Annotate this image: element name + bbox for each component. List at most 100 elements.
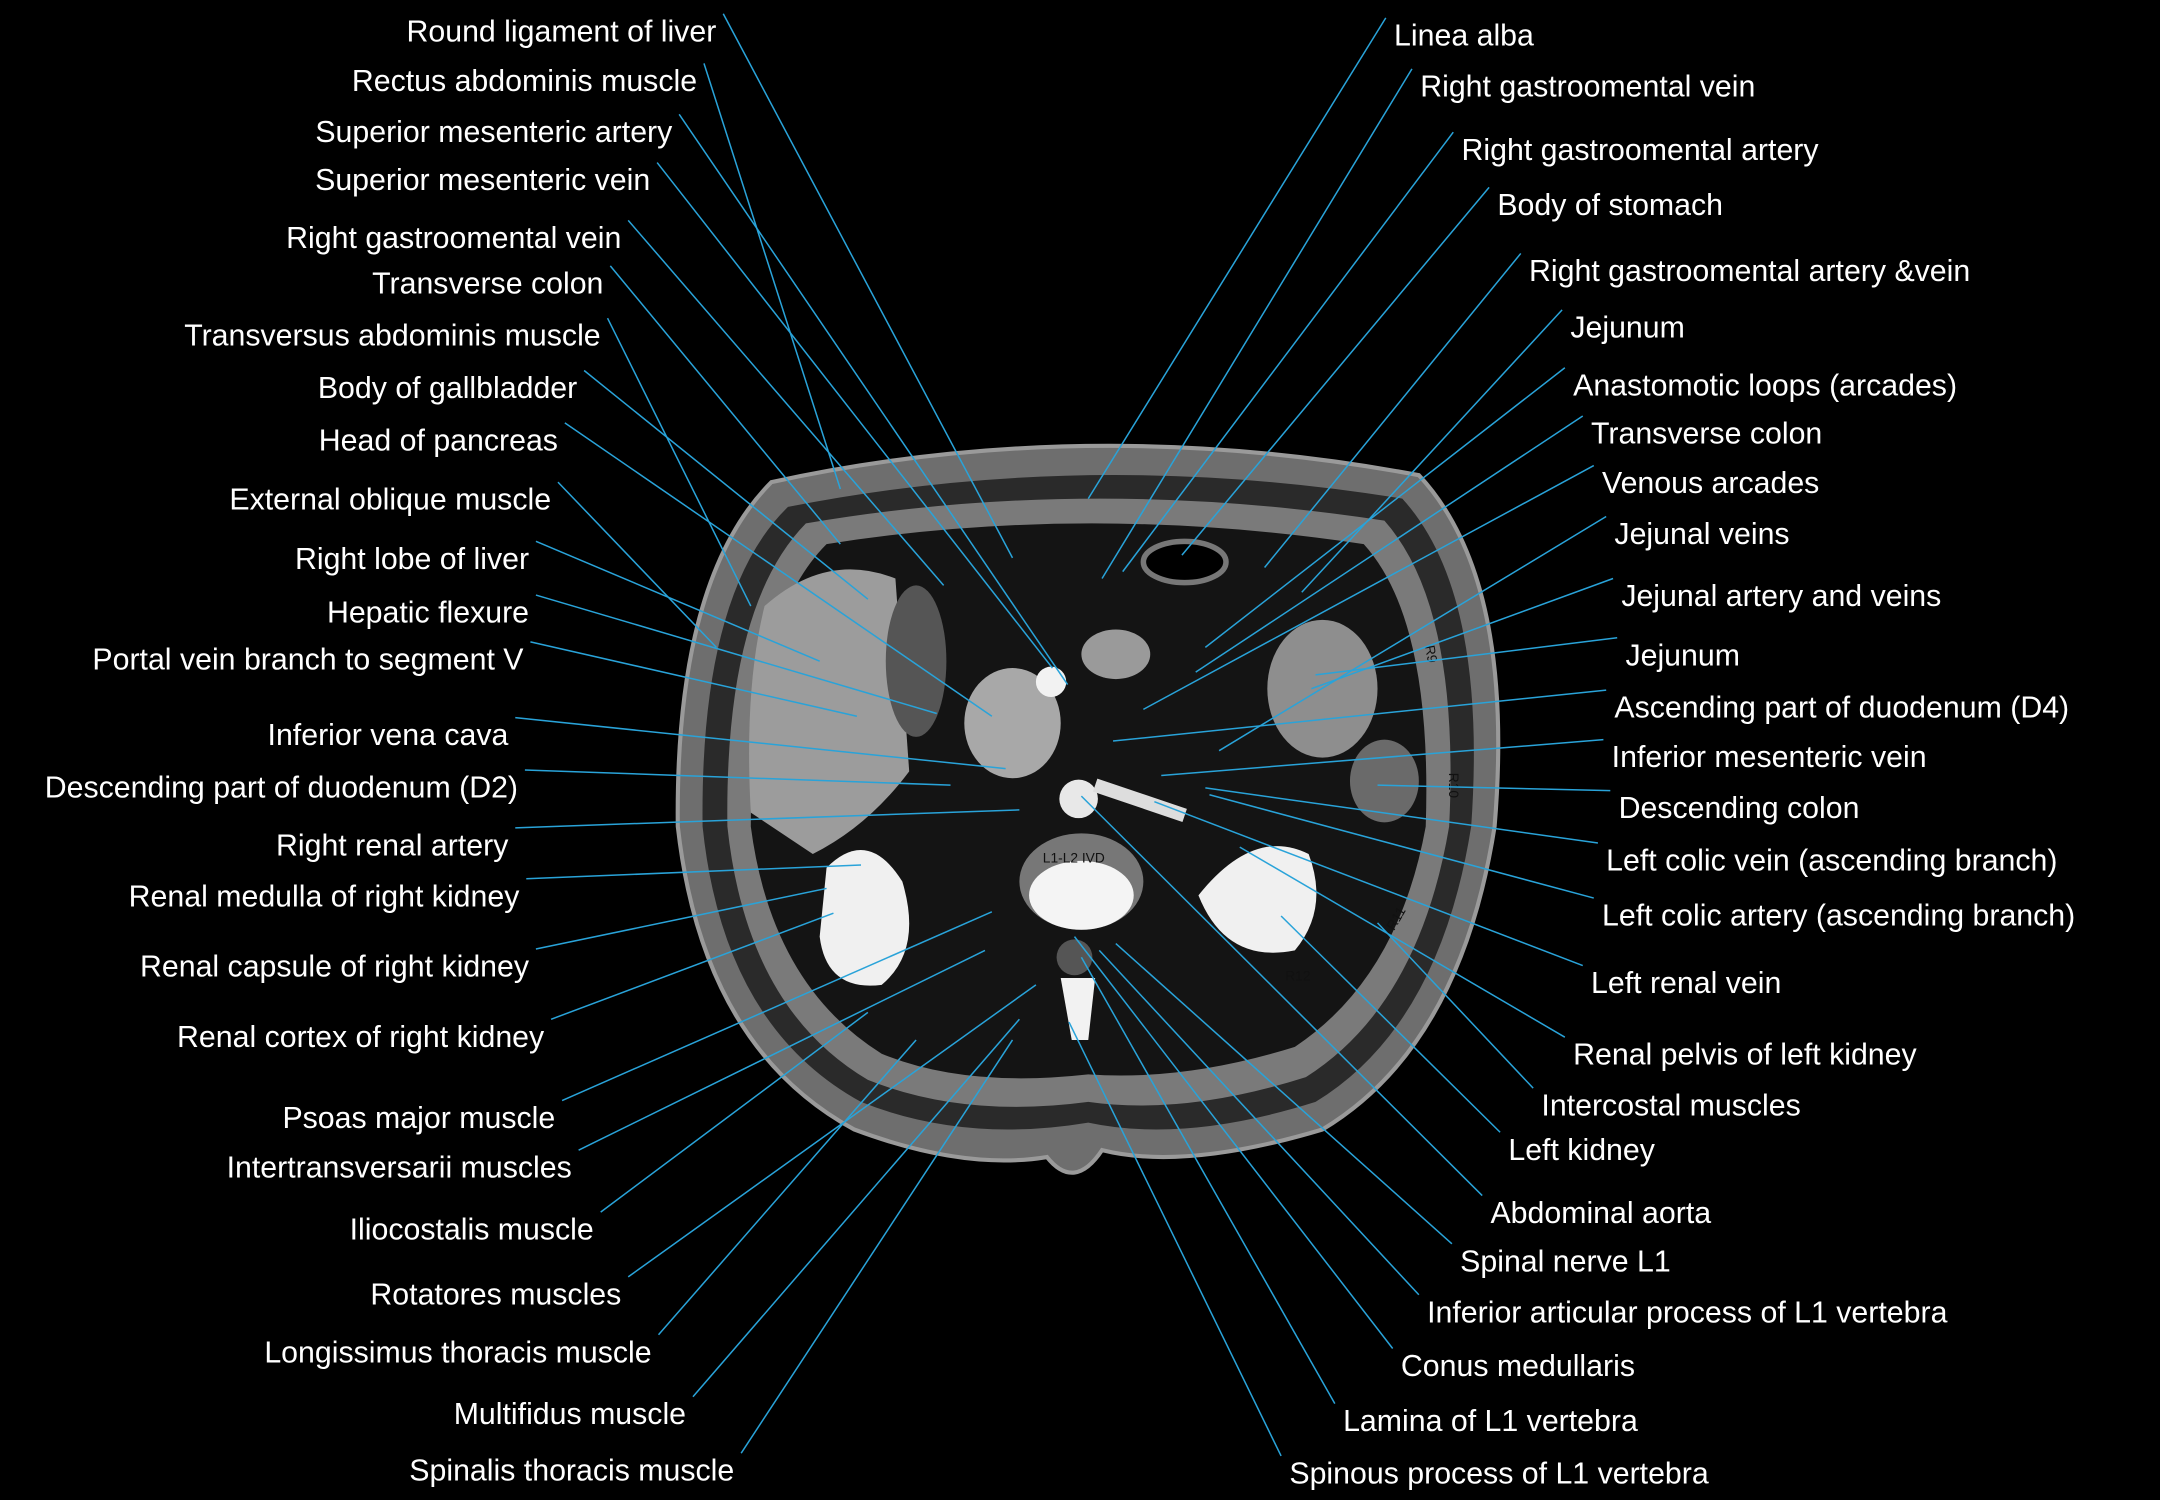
- label-left-colic-artery-ascending-branch: Left colic artery (ascending branch): [1602, 900, 2075, 933]
- label-superior-mesenteric-artery: Superior mesenteric artery: [315, 116, 673, 149]
- label-intertransversarii-muscles: Intertransversarii muscles: [227, 1152, 572, 1185]
- label-inferior-articular-process-of-l1-vertebra: Inferior articular process of L1 vertebr…: [1427, 1296, 1947, 1329]
- right-kidney: [819, 850, 910, 986]
- leader-line-superior-mesenteric-artery: [678, 113, 1069, 685]
- label-linea-alba: Linea alba: [1394, 19, 1534, 52]
- label-right-gastroomental-artery: Right gastroomental artery: [1462, 134, 1820, 167]
- leader-line-spinous-process-of-l1-vertebra: [1068, 1021, 1282, 1457]
- leader-line-right-gastroomental-artery-vein: [1263, 252, 1522, 568]
- leader-line-ascending-part-of-duodenum-d4: [1112, 689, 1607, 742]
- leader-line-jejunal-veins: [1218, 515, 1607, 752]
- rib-label: R12: [1285, 969, 1310, 984]
- leader-line-right-gastroomental-artery: [1122, 131, 1454, 573]
- label-body-of-gallbladder: Body of gallbladder: [318, 372, 577, 405]
- vertebral-level-label: L1-L2 IVD: [1043, 850, 1105, 865]
- label-psoas-major-muscle: Psoas major muscle: [282, 1102, 555, 1135]
- label-rotatores-muscles: Rotatores muscles: [370, 1278, 621, 1311]
- label-body-of-stomach: Body of stomach: [1497, 189, 1723, 222]
- leader-line-round-ligament-of-liver: [722, 13, 1014, 559]
- label-external-oblique-muscle: External oblique muscle: [229, 484, 551, 517]
- label-inferior-vena-cava: Inferior vena cava: [268, 719, 509, 752]
- label-renal-cortex-of-right-kidney: Renal cortex of right kidney: [177, 1021, 545, 1054]
- ct-axial-image: L1-L2 IVD R9 R10 R11 R12: [675, 443, 1501, 1175]
- vertebral-disc: [1029, 860, 1134, 930]
- label-iliocostalis-muscle: Iliocostalis muscle: [350, 1214, 594, 1247]
- leader-line-anastomotic-loops-arcades: [1204, 367, 1566, 648]
- leader-line-multifidus-muscle: [692, 1018, 1020, 1398]
- label-left-colic-vein-ascending-branch: Left colic vein (ascending branch): [1606, 845, 2057, 878]
- leader-line-head-of-pancreas: [564, 422, 993, 717]
- leader-line-left-kidney: [1280, 915, 1501, 1133]
- leader-line-left-colic-vein-ascending-branch: [1205, 787, 1599, 844]
- leader-line-right-renal-artery: [515, 809, 1020, 829]
- leader-line-left-colic-artery-ascending-branch: [1209, 794, 1594, 899]
- label-descending-part-of-duodenum-d2: Descending part of duodenum (D2): [45, 772, 518, 805]
- leader-line-linea-alba: [1087, 17, 1387, 500]
- spinal-canal: [1056, 939, 1093, 976]
- leader-line-renal-cortex-of-right-kidney: [550, 912, 834, 1020]
- label-transverse-colon: Transverse colon: [372, 267, 603, 300]
- leader-line-venous-arcades: [1143, 464, 1595, 711]
- leader-line-jejunal-artery-and-veins: [1311, 577, 1614, 690]
- leader-line-renal-pelvis-of-left-kidney: [1239, 846, 1566, 1038]
- label-lamina-of-l1-vertebra: Lamina of L1 vertebra: [1343, 1405, 1638, 1438]
- leader-line-spinal-nerve-l1: [1115, 942, 1453, 1245]
- label-longissimus-thoracis-muscle: Longissimus thoracis muscle: [264, 1336, 651, 1369]
- leader-line-hepatic-flexure: [535, 594, 937, 715]
- leader-line-right-lobe-of-liver: [535, 540, 820, 662]
- label-right-lobe-of-liver: Right lobe of liver: [295, 543, 529, 576]
- leader-line-renal-capsule-of-right-kidney: [535, 887, 827, 950]
- leader-line-iliocostalis-muscle: [600, 1011, 869, 1213]
- leader-line-body-of-gallbladder: [583, 369, 869, 600]
- label-intercostal-muscles: Intercostal muscles: [1541, 1090, 1800, 1123]
- label-descending-colon: Descending colon: [1619, 792, 1860, 825]
- leader-line-body-of-stomach: [1181, 186, 1490, 556]
- left-renal-vein: [1092, 778, 1187, 822]
- leader-line-inferior-articular-process-of-l1-vertebra: [1098, 949, 1420, 1296]
- label-renal-capsule-of-right-kidney: Renal capsule of right kidney: [140, 951, 530, 984]
- label-jejunum: Jejunum: [1625, 639, 1740, 672]
- leader-line-inferior-vena-cava: [515, 716, 1006, 770]
- leader-line-intertransversarii-muscles: [578, 949, 986, 1151]
- label-jejunum: Jejunum: [1570, 311, 1685, 344]
- leader-line-right-gastroomental-vein: [627, 219, 945, 586]
- leader-line-longissimus-thoracis-muscle: [657, 1039, 917, 1336]
- label-transverse-colon: Transverse colon: [1591, 418, 1822, 451]
- label-jejunal-artery-and-veins: Jejunal artery and veins: [1621, 580, 1941, 613]
- label-spinal-nerve-l1: Spinal nerve L1: [1460, 1245, 1671, 1278]
- leader-line-right-gastroomental-vein: [1101, 68, 1413, 579]
- label-rectus-abdominis-muscle: Rectus abdominis muscle: [352, 65, 697, 98]
- label-anastomotic-loops-arcades: Anastomotic loops (arcades): [1573, 369, 1957, 402]
- leader-line-renal-medulla-of-right-kidney: [526, 864, 862, 880]
- leader-line-psoas-major-muscle: [561, 911, 993, 1102]
- label-superior-mesenteric-vein: Superior mesenteric vein: [315, 164, 650, 197]
- label-multifidus-muscle: Multifidus muscle: [454, 1398, 686, 1431]
- leader-line-abdominal-aorta: [1080, 795, 1483, 1197]
- rib-label: R10: [1446, 773, 1461, 799]
- label-left-renal-vein: Left renal vein: [1591, 967, 1781, 1000]
- label-right-renal-artery: Right renal artery: [276, 829, 509, 862]
- rib-label: R9: [1422, 644, 1440, 664]
- label-transversus-abdominis-muscle: Transversus abdominis muscle: [184, 320, 600, 353]
- stomach-gas: [1140, 538, 1229, 586]
- label-jejunal-veins: Jejunal veins: [1614, 518, 1789, 551]
- leader-line-transverse-colon: [1195, 415, 1584, 673]
- leader-line-external-oblique-muscle: [557, 481, 717, 648]
- leader-line-inferior-mesenteric-vein: [1161, 738, 1604, 777]
- label-renal-pelvis-of-left-kidney: Renal pelvis of left kidney: [1573, 1039, 1917, 1072]
- label-abdominal-aorta: Abdominal aorta: [1490, 1197, 1711, 1230]
- label-hepatic-flexure: Hepatic flexure: [327, 597, 529, 630]
- leader-line-lamina-of-l1-vertebra: [1080, 956, 1336, 1404]
- label-right-gastroomental-vein: Right gastroomental vein: [286, 222, 621, 255]
- leader-line-rectus-abdominis-muscle: [703, 63, 842, 490]
- leader-line-intercostal-muscles: [1376, 922, 1534, 1089]
- leader-line-rotatores-muscles: [627, 984, 1037, 1278]
- label-renal-medulla-of-right-kidney: Renal medulla of right kidney: [129, 880, 521, 913]
- leader-line-jejunum: [1301, 309, 1563, 593]
- aorta: [1059, 779, 1098, 819]
- label-conus-medullaris: Conus medullaris: [1401, 1350, 1635, 1383]
- label-ascending-part-of-duodenum-d4: Ascending part of duodenum (D4): [1614, 692, 2069, 725]
- leader-line-jejunum: [1315, 636, 1618, 676]
